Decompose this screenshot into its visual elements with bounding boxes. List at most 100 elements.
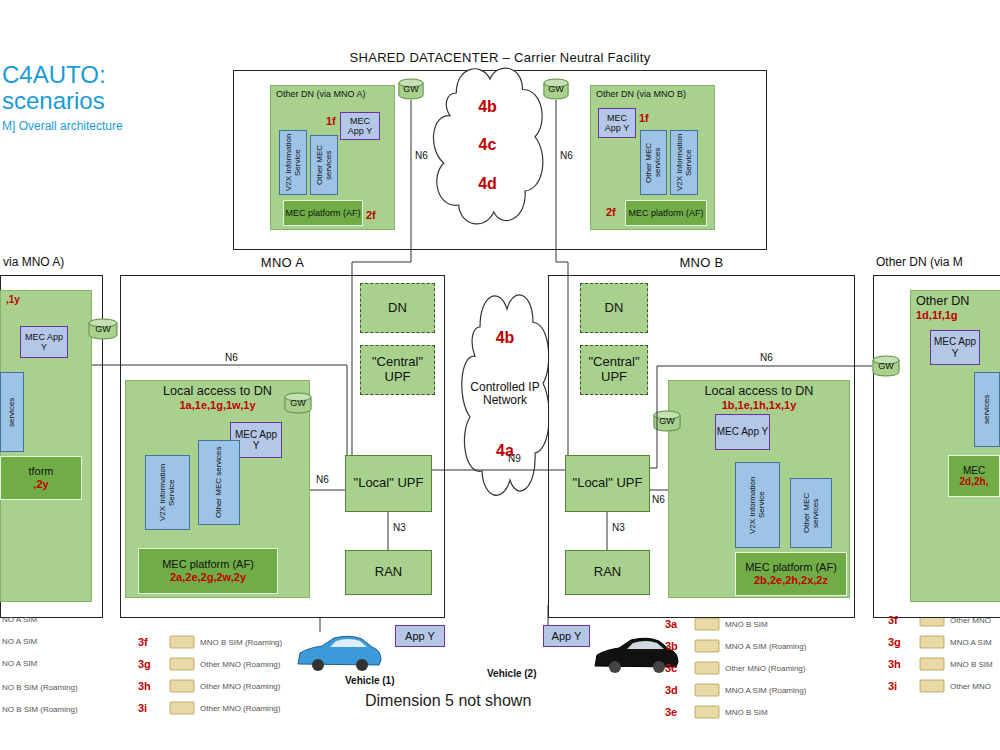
box-heading: Other DN: [916, 294, 969, 309]
callout-number: 3b: [665, 640, 678, 652]
sim-icon: [920, 680, 944, 692]
callout-number: 3h: [138, 680, 151, 692]
callout-number: 2f: [606, 206, 616, 218]
callout-number: 1f: [326, 115, 336, 127]
gateway-cylinder: GW: [872, 355, 900, 377]
box-text: "Central" UPF: [581, 355, 647, 385]
box-text: MEC platform (AF): [745, 561, 837, 574]
sim-label: NO A SIM: [2, 616, 37, 625]
sim-label: MNO A SIM: [950, 639, 992, 648]
mec-app-box: MEC App Y: [340, 112, 380, 140]
box-text: MEC App Y: [717, 426, 769, 438]
box-heading: Local access to DN: [163, 384, 272, 399]
sim-icon: [170, 680, 194, 692]
service-box: V2X Information Service: [735, 462, 780, 548]
service-box: Other MEC services: [310, 135, 338, 195]
data-network-box: ,1yMEC App Yservicestform,2y: [0, 290, 92, 602]
callout-number: 3h: [888, 658, 901, 670]
box-heading: MNO A: [121, 256, 444, 271]
service-box: services: [0, 372, 24, 452]
callout-number: 3c: [665, 662, 677, 674]
interface-label: N3: [612, 522, 625, 533]
callout-number: 2b,2e,2h,2x,2z: [754, 574, 828, 587]
callout-number: 1a,1e,1g,1w,1y: [179, 399, 255, 412]
service-box: Other MEC services: [640, 130, 667, 195]
interface-label: N3: [393, 522, 406, 533]
box-text: tform: [28, 465, 53, 478]
mec-app-box: MEC App Y: [715, 414, 770, 450]
box-text: MEC App Y: [21, 332, 67, 353]
box-text: "Central" UPF: [361, 355, 434, 385]
box-text: GW: [548, 84, 564, 94]
callout-number: 2d,2h,: [960, 476, 989, 488]
callout-number: 1d,1f,1g: [916, 309, 958, 322]
network-cloud: 4b4c4d: [425, 58, 550, 233]
callout-number: 3g: [138, 658, 151, 670]
platform-box: MEC2d,2h,: [948, 455, 1000, 497]
callout-number: 3f: [138, 636, 148, 648]
box-text: App Y: [552, 630, 582, 643]
sim-icon: [695, 706, 719, 718]
sim-icon: [920, 658, 944, 670]
platform-box: MEC platform (AF)2b,2e,2h,2x,2z: [735, 552, 847, 596]
box-text: MEC App Y: [599, 113, 635, 134]
box-text: MEC platform (AF): [285, 208, 360, 218]
sim-label: Other MNO: [950, 683, 991, 692]
box-text: Controlled IP Network: [459, 381, 551, 409]
mec-app-box: MEC App Y: [20, 326, 68, 358]
sim-label: NO B SIM (Roaming): [2, 684, 78, 693]
callout-number: 1b,1e,1h,1x,1y: [722, 399, 797, 412]
dashed-box: DN: [360, 283, 435, 333]
interface-label: N6: [760, 352, 773, 363]
operator-box: MNO BDN"Central" UPF"Local" UPFRANLocal …: [548, 275, 855, 618]
sim-label: Other MNO (Roaming): [200, 661, 280, 670]
dashed-box: "Central" UPF: [580, 345, 648, 395]
box-text: MEC platform (AF): [162, 558, 254, 571]
sim-label: MNO B SIM: [950, 661, 993, 670]
callout-number: 4b: [496, 329, 515, 347]
sim-label: NO A SIM: [2, 660, 37, 669]
data-network-frame: Other DN (via MOther DN1d,1f,1gMEC App Y…: [873, 275, 1000, 618]
note-text: Dimension 5 not shown: [365, 692, 531, 710]
sim-label: NO A SIM: [2, 638, 37, 647]
gateway-cylinder: GW: [284, 392, 312, 414]
operator-box: MNO ADN"Central" UPFLocal access to DN1a…: [120, 275, 445, 618]
box-text: "Local" UPF: [354, 476, 424, 491]
box-text: V2X Information Service: [284, 133, 302, 192]
sim-icon: [170, 636, 194, 648]
heading-text: C4AUTO:: [2, 62, 106, 88]
sim-icon: [170, 702, 194, 714]
sim-label: Other MNO (Roaming): [200, 683, 280, 692]
dashed-box: DN: [580, 283, 648, 333]
callout-number: 2f: [366, 209, 376, 221]
service-box: Other MEC services: [198, 440, 240, 525]
callout-number: 3f: [888, 614, 898, 626]
cloud-outline: [433, 68, 542, 224]
callout-number: 3i: [888, 680, 897, 692]
sim-icon: [170, 658, 194, 670]
box-text: Other MEC services: [644, 133, 662, 192]
data-network-frame: via MNO A),1yMEC App Yservicestform,2y: [0, 275, 103, 618]
sim-icon: [695, 640, 719, 652]
dashed-box: "Central" UPF: [360, 345, 435, 395]
service-box: V2X Information Service: [145, 455, 190, 530]
mec-app-box: MEC App Y: [598, 108, 636, 138]
box-text: services: [982, 375, 991, 444]
service-box: V2X Information Service: [279, 130, 307, 195]
box-text: RAN: [375, 565, 402, 580]
sim-label: NO B SIM (Roaming): [2, 706, 78, 715]
sim-label: Other MNO: [950, 617, 991, 626]
box-text: Other MEC services: [315, 138, 333, 192]
callout-number: 2a,2e,2g,2w,2y: [170, 571, 246, 584]
ran-box: RAN: [565, 550, 650, 595]
callout-number: 3i: [138, 702, 147, 714]
upf-box: "Local" UPF: [565, 455, 650, 512]
box-text: MEC App Y: [341, 116, 379, 137]
sim-icon: [920, 636, 944, 648]
upf-box: "Local" UPF: [345, 455, 432, 512]
local-access-box: Local access to DN1a,1e,1g,1w,1yGWMEC Ap…: [125, 380, 310, 598]
car-window: [627, 641, 664, 649]
box-text: MEC platform (AF): [628, 208, 703, 218]
callout-number: 3d: [665, 684, 678, 696]
box-text: Other MEC services: [802, 481, 820, 545]
